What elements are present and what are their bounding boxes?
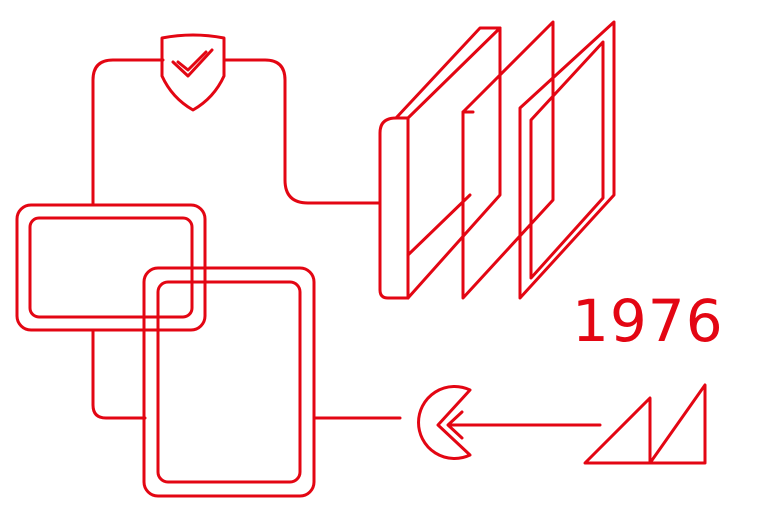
sawtooth-wave-icon bbox=[583, 383, 707, 465]
arrow-left bbox=[446, 410, 602, 440]
year-label: 1976 bbox=[572, 287, 724, 355]
panel-1 bbox=[378, 26, 502, 300]
pacman-icon bbox=[417, 385, 472, 460]
connector-top-loop bbox=[91, 58, 382, 207]
panel-2 bbox=[461, 20, 555, 300]
frame-link bbox=[91, 328, 147, 420]
front-frame bbox=[142, 266, 316, 498]
shield-check-icon bbox=[160, 33, 226, 112]
panel-3 bbox=[518, 20, 616, 300]
accent-group bbox=[15, 20, 707, 498]
